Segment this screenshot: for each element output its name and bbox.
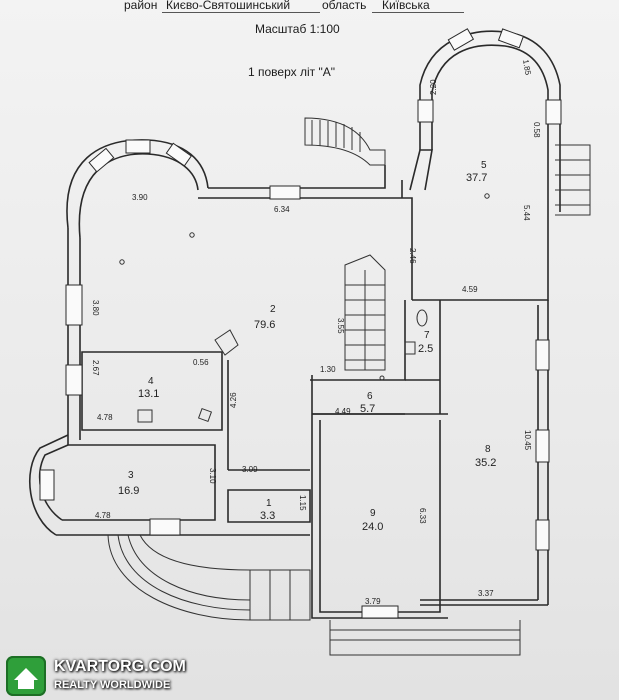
room-labels: 2 79.6 4 13.1 3 16.9 1 3.3 5 37.7 7 2.5 … [118,160,496,533]
dim-label: 1.85 [521,59,533,76]
district-value: Києво-Святошинський [166,0,291,12]
dim-label: 4.78 [95,511,111,520]
dimension-labels: 3.90 6.34 3.80 2.67 0.56 4.78 4.26 3.10 … [91,59,541,606]
fixtures [119,193,490,423]
dim-label: 3.10 [208,468,217,484]
room-6-area: 5.7 [360,403,375,415]
dim-label: 3.90 [132,193,148,202]
district-label: район [124,0,158,12]
dim-label: 6.34 [274,205,290,214]
dim-label: 3.80 [91,300,100,316]
dim-label: 0.58 [532,122,541,138]
dim-label: 2.20 [429,79,438,95]
dim-label: 4.26 [229,392,238,408]
room-3-area: 16.9 [118,485,139,497]
dim-label: 1.15 [298,495,307,511]
dim-label: 1.30 [320,365,336,374]
room-1-area: 3.3 [260,510,275,522]
windows [39,28,562,619]
dim-label: 3.79 [365,597,381,606]
room-2-number: 2 [270,304,276,315]
room-7-area: 2.5 [418,343,433,355]
dim-label: 4.49 [335,407,351,416]
dim-label: 4.59 [462,285,478,294]
dim-label: 3.55 [336,318,345,334]
room-2-area: 79.6 [254,319,275,331]
scale-label: Масштаб 1:100 [255,22,340,36]
oblast-label: область [322,0,367,12]
dim-label: 4.78 [97,413,113,422]
room-1-number: 1 [266,498,272,509]
dim-label: 10.45 [523,430,532,451]
stairs [107,117,591,656]
room-5-number: 5 [481,160,487,171]
outer-walls [28,30,561,619]
dim-label: 2.67 [91,360,100,376]
dim-label: 3.37 [478,589,494,598]
watermark-title: KVARTORG.COM [54,658,186,675]
room-3-number: 3 [128,470,134,481]
room-7-number: 7 [424,330,430,341]
dim-label: 0.56 [193,358,209,367]
dim-label: 6.33 [418,508,427,524]
dim-label: 5.44 [522,205,531,221]
room-8-number: 8 [485,444,491,455]
dim-label: 3.09 [242,465,258,474]
room-6-number: 6 [367,391,373,402]
room-8-area: 35.2 [475,457,496,469]
room-9-area: 24.0 [362,521,383,533]
house-icon [14,668,38,689]
floor-title: 1 поверх літ "А" [248,65,335,79]
room-4-number: 4 [148,376,154,387]
dim-label: 2.46 [408,248,417,264]
room-4-area: 13.1 [138,388,159,400]
room-5-area: 37.7 [466,172,487,184]
room-9-number: 9 [370,508,376,519]
oblast-value: Київська [382,0,430,12]
watermark-subtitle: REALTY WORLDWIDE [54,679,171,691]
